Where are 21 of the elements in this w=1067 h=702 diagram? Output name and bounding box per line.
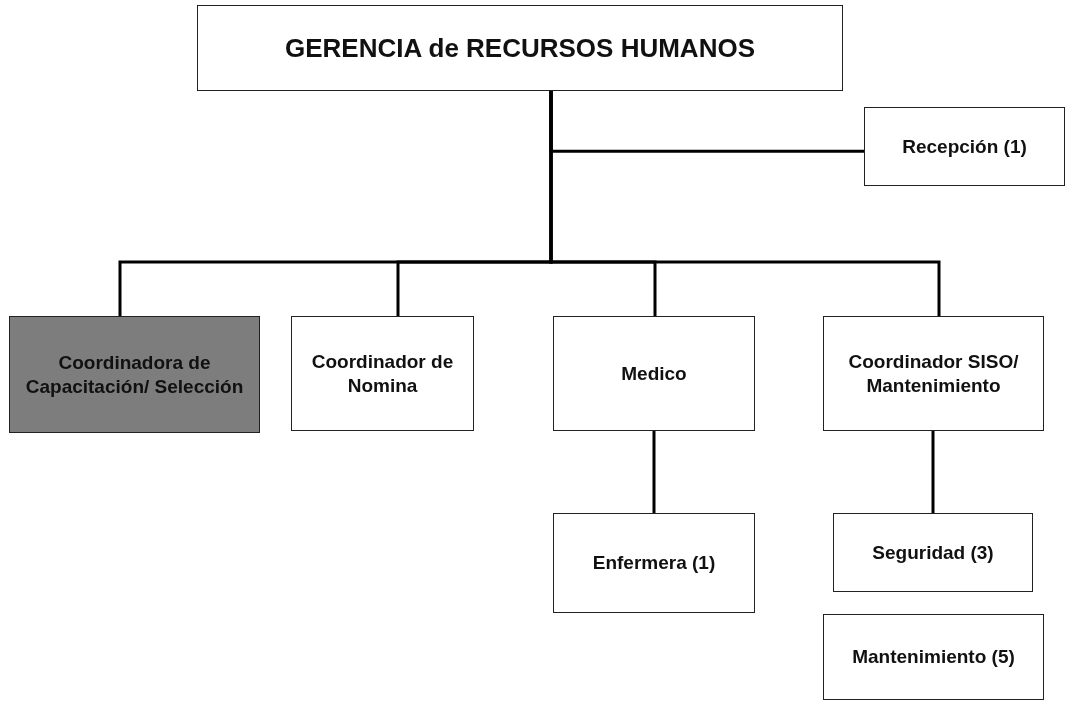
org-box bbox=[553, 316, 755, 431]
connector-line bbox=[549, 91, 941, 316]
position-title: Mantenimiento (5) bbox=[851, 645, 1016, 669]
position-title: GERENCIA de RECURSOS HUMANOS bbox=[284, 31, 756, 65]
position-title: Coordinadora de Capacitación/ Selección bbox=[24, 350, 245, 399]
org-box bbox=[833, 513, 1033, 592]
org-box bbox=[291, 316, 474, 431]
position-title: Recepción (1) bbox=[901, 134, 1028, 159]
position-title: Medico bbox=[620, 361, 688, 386]
position-title: Enfermera (1) bbox=[591, 551, 717, 575]
org-box bbox=[864, 107, 1065, 186]
connector-line bbox=[931, 431, 935, 513]
org-box bbox=[553, 513, 755, 613]
position-title: Coordinador SISO/ Mantenimiento bbox=[847, 349, 1020, 398]
position-title: Coordinador de Nomina bbox=[310, 349, 455, 398]
org-box bbox=[823, 316, 1044, 431]
position-title: Seguridad (3) bbox=[871, 540, 995, 565]
org-box bbox=[197, 5, 843, 91]
org-box bbox=[9, 316, 260, 433]
connector-line bbox=[652, 431, 656, 513]
org-box bbox=[823, 614, 1044, 700]
